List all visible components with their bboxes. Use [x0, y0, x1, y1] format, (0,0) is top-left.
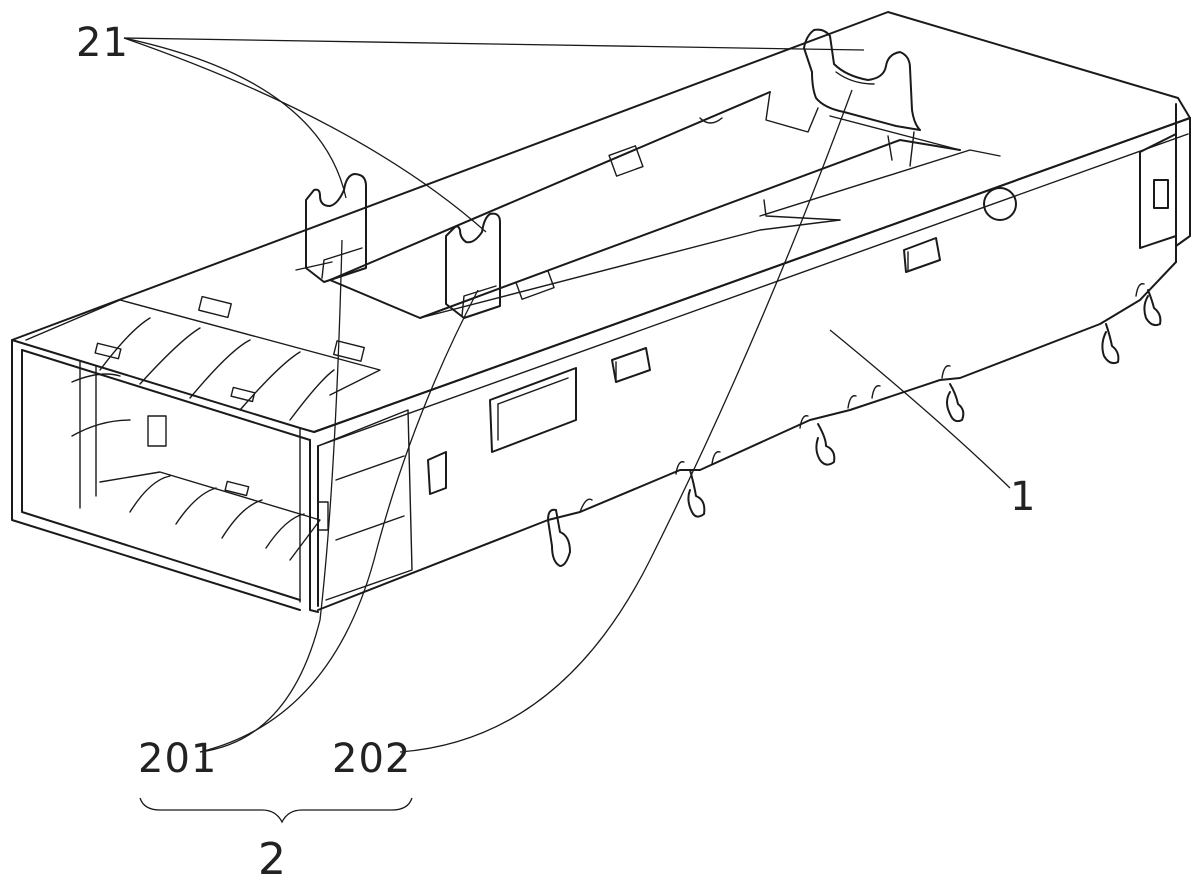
label-202: 202	[332, 736, 411, 782]
leader-lines	[123, 37, 1011, 824]
label-1: 1	[1010, 474, 1036, 520]
cage-housing	[11, 11, 1191, 613]
mounting-legs	[547, 283, 1162, 567]
bottom-spring-fingers	[99, 471, 321, 561]
top-spring-fingers	[25, 295, 381, 421]
label-2: 2	[258, 834, 286, 881]
label-21: 21	[76, 20, 129, 66]
label-201: 201	[138, 736, 217, 782]
side-wall-features	[427, 133, 1177, 495]
tab-left-b	[445, 212, 501, 319]
tab-right	[803, 28, 921, 131]
tab-left-a	[295, 173, 367, 283]
top-window	[329, 91, 961, 319]
